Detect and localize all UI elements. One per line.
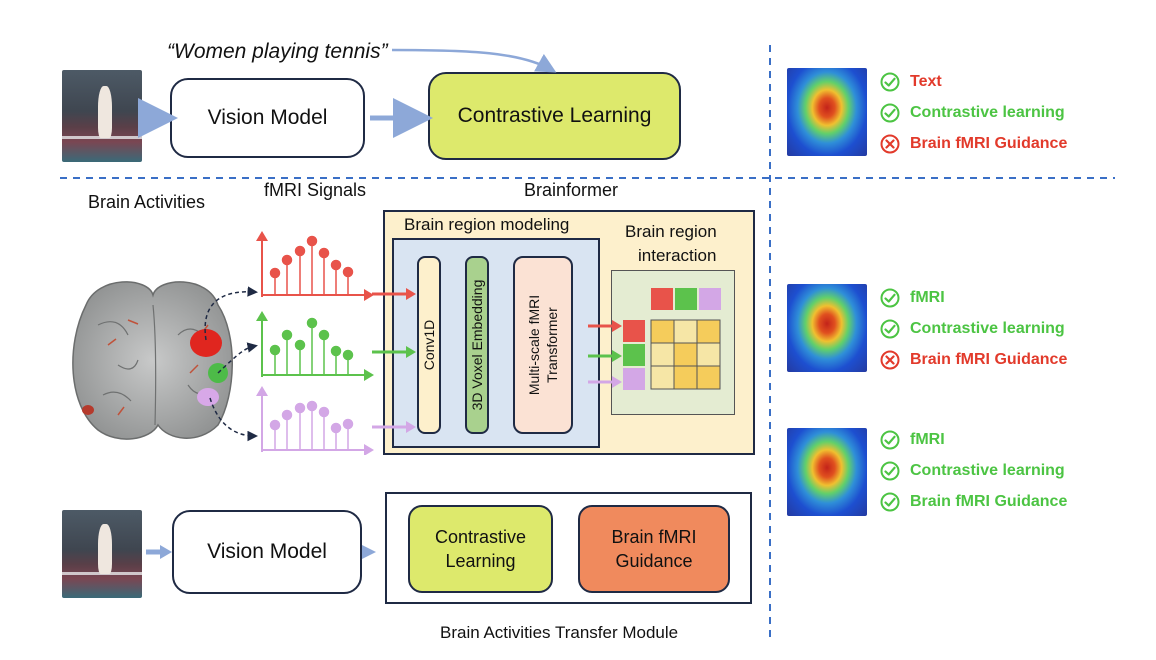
check-circle-icon [880, 72, 900, 92]
result-item: fMRI [880, 288, 945, 308]
result-item: Brain fMRI Guidance [880, 134, 1067, 154]
result-label: Brain fMRI Guidance [910, 135, 1068, 152]
brainformer-label: Brainformer [524, 180, 619, 200]
result-label: Contrastive learning [910, 462, 1065, 479]
result-item: Text [880, 72, 942, 92]
result-item: Contrastive learning [880, 319, 1065, 339]
result-label: Contrastive learning [910, 320, 1065, 337]
guidance-label-1: Brain fMRI [611, 527, 697, 547]
result-item: Brain fMRI Guidance [880, 350, 1067, 370]
vision-model-label-top: Vision Model [207, 106, 328, 129]
contrastive-learning-label-top: Contrastive Learning [457, 104, 652, 127]
check-circle-icon [880, 103, 900, 123]
bottom-arrows [146, 545, 376, 559]
brain-activities-label: Brain Activities [88, 192, 206, 212]
fmri-signals-label: fMRI Signals [264, 180, 367, 200]
result-label: Brain fMRI Guidance [910, 351, 1068, 368]
contrastive-label-1: Contrastive [434, 527, 527, 547]
contrastive-learning-box-bottom: Contrastive Learning [408, 505, 553, 593]
vision-model-box-top: Vision Model [170, 78, 365, 158]
brain-region-modeling-label: Brain region modeling [404, 215, 570, 234]
signal-green [256, 311, 374, 381]
check-circle-icon [880, 288, 900, 308]
signal-purple [256, 386, 374, 455]
check-circle-icon [880, 461, 900, 481]
brain-signal-connectors [204, 286, 258, 442]
fmri-transformer-block: Multi-scale fMRI Transformer [513, 256, 573, 434]
heatmap-result-2 [787, 284, 867, 372]
result-label: Text [910, 73, 942, 90]
fmri-signal-plots [256, 231, 374, 455]
result-item: Brain fMRI Guidance [880, 492, 1067, 512]
heatmap-result-1 [787, 68, 867, 156]
guidance-label-2: Guidance [615, 551, 693, 571]
result-item: Contrastive learning [880, 461, 1065, 481]
tennis-photo-bottom [62, 510, 142, 598]
check-circle-icon [880, 430, 900, 450]
result-label: fMRI [910, 289, 945, 306]
heatmap-result-3 [787, 428, 867, 516]
brain-region-interaction-label-2: interaction [638, 246, 717, 265]
signal-input-arrows [372, 288, 622, 433]
vision-model-label-bottom: Vision Model [207, 540, 327, 563]
brain-region-interaction-label-1: Brain region [625, 222, 717, 241]
brain-fmri-guidance-box: Brain fMRI Guidance [578, 505, 730, 593]
result-label: Contrastive learning [910, 104, 1065, 121]
top-arrows [138, 48, 557, 138]
conv1d-block: Conv1D [417, 256, 441, 434]
cross-circle-icon [880, 350, 900, 370]
result-item: fMRI [880, 430, 945, 450]
cross-circle-icon [880, 134, 900, 154]
vision-model-box-bottom: Vision Model [172, 510, 362, 594]
signal-red [256, 231, 374, 301]
check-circle-icon [880, 492, 900, 512]
result-item: Contrastive learning [880, 103, 1065, 123]
contrastive-label-2: Learning [445, 551, 516, 571]
result-label: fMRI [910, 431, 945, 448]
voxel-embedding-block: 3D Voxel Embedding [465, 256, 489, 434]
interaction-matrix [623, 288, 721, 390]
caption-text: “Women playing tennis” [167, 40, 388, 63]
check-circle-icon [880, 319, 900, 339]
transfer-module-label: Brain Activities Transfer Module [440, 623, 679, 642]
tennis-photo-top [62, 70, 142, 162]
result-label: Brain fMRI Guidance [910, 493, 1068, 510]
brain-image [72, 281, 233, 440]
